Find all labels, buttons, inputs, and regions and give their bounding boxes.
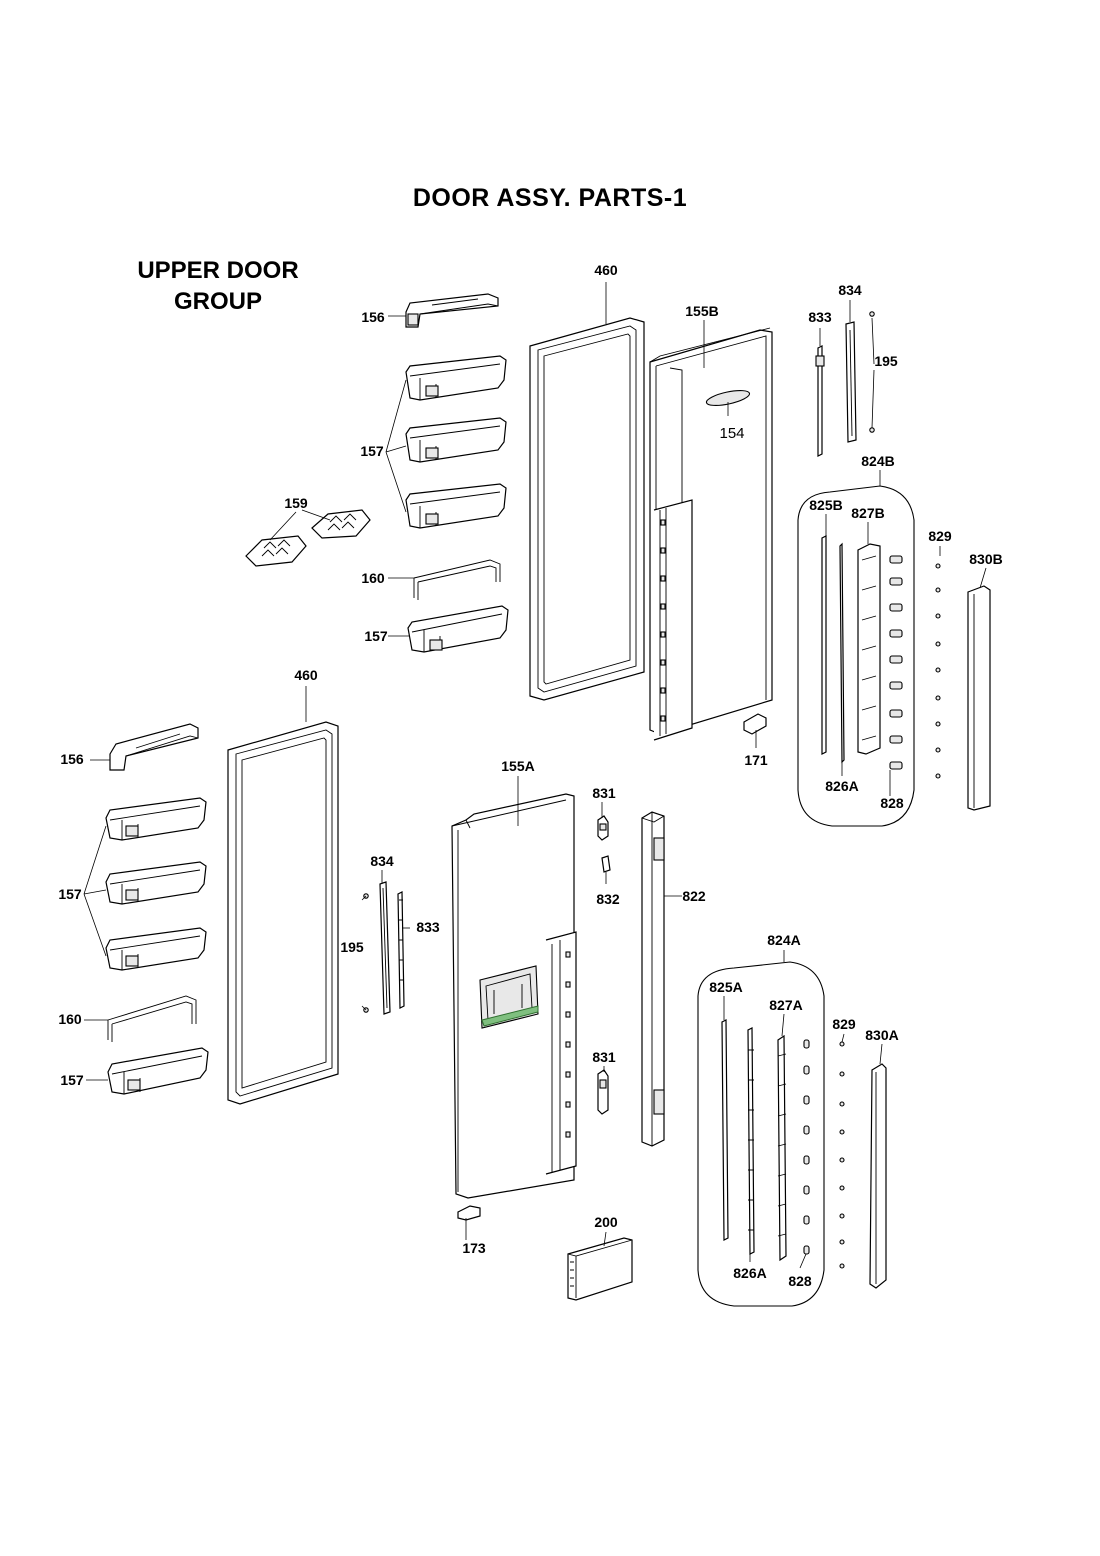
label-200: 200 (594, 1214, 618, 1230)
group-title-line-1: UPPER DOOR (137, 257, 299, 284)
part-156-upper (405, 293, 499, 328)
label-157-lower: 157 (58, 886, 82, 902)
label-825a: 825A (709, 979, 742, 995)
label-827a: 827A (769, 997, 802, 1013)
part-833-834-upper (815, 311, 875, 457)
label-826a-lower: 826A (733, 1265, 766, 1281)
label-828-upper: 828 (880, 795, 904, 811)
part-labels: 460 156 155B 834 833 195 154 157 824B 15… (58, 262, 1002, 1289)
group-title-line-2: GROUP (173, 288, 262, 315)
829-screws-upper (935, 563, 941, 779)
part-157-upper-single-bin (407, 605, 509, 653)
828-clips-lower (803, 1039, 810, 1255)
part-160-upper-bar (413, 559, 501, 600)
group-title: UPPER DOOR GROUP (118, 255, 318, 317)
label-831-lower: 831 (592, 1049, 616, 1065)
part-200-module (567, 1237, 633, 1301)
label-829-upper: 829 (928, 528, 952, 544)
label-157-upper-single: 157 (364, 628, 388, 644)
part-833-834-lower (361, 881, 405, 1015)
part-155a-lower-door (451, 793, 577, 1199)
label-824a: 824A (767, 932, 800, 948)
label-830b: 830B (969, 551, 1002, 567)
label-831-upper: 831 (592, 785, 616, 801)
lower-door-clips (565, 951, 571, 1138)
group-824a-outline (697, 961, 825, 1307)
label-830a: 830A (865, 1027, 898, 1043)
label-195-lower: 195 (340, 939, 364, 955)
label-828-lower: 828 (788, 1273, 812, 1289)
label-156-upper: 156 (361, 309, 385, 325)
label-832: 832 (596, 891, 620, 907)
label-827b: 827B (851, 505, 884, 521)
label-155b: 155B (685, 303, 718, 319)
label-460-upper: 460 (594, 262, 618, 278)
part-460-upper-gasket (529, 317, 645, 701)
group-824b-parts (821, 535, 941, 779)
829-screws-lower (839, 1041, 845, 1269)
label-157-upper: 157 (360, 443, 384, 459)
group-824b-outline (797, 485, 915, 827)
label-173: 173 (462, 1240, 486, 1256)
label-160-lower: 160 (58, 1011, 82, 1027)
part-157-lower-single-bin (107, 1047, 209, 1095)
label-460-lower: 460 (294, 667, 318, 683)
part-155b-upper-door (649, 327, 773, 741)
upper-door-clips (660, 519, 666, 722)
part-830b-cover (967, 585, 991, 811)
part-822-hinge-column (641, 811, 665, 1147)
part-159-egg-trays (245, 509, 371, 567)
label-825b: 825B (809, 497, 842, 513)
label-829-lower: 829 (832, 1016, 856, 1032)
label-834-lower: 834 (370, 853, 394, 869)
label-154: 154 (719, 425, 744, 442)
label-156-lower: 156 (60, 751, 84, 767)
label-157-lower-single: 157 (60, 1072, 84, 1088)
label-826a-upper: 826A (825, 778, 858, 794)
leader-lines (83, 282, 987, 1269)
label-824b: 824B (861, 453, 894, 469)
label-171: 171 (744, 752, 768, 768)
part-156-lower (109, 723, 199, 771)
part-171-hinge (743, 713, 767, 735)
label-155a: 155A (501, 758, 534, 774)
label-834-upper: 834 (838, 282, 862, 298)
label-833-lower: 833 (416, 919, 440, 935)
part-830a-cover (869, 1063, 887, 1289)
label-195-upper: 195 (874, 353, 898, 369)
group-824a-parts (721, 1019, 845, 1269)
828-clips-upper (889, 555, 903, 770)
part-157-lower-bins (105, 797, 207, 971)
label-822: 822 (682, 888, 706, 904)
part-173-hinge (457, 1205, 481, 1221)
part-460-lower-gasket (227, 721, 339, 1105)
label-160-upper: 160 (361, 570, 385, 586)
label-159: 159 (284, 495, 308, 511)
label-833-upper: 833 (808, 309, 832, 325)
page-title: DOOR ASSY. PARTS-1 (412, 184, 688, 212)
part-157-upper-bins (405, 355, 507, 529)
part-160-lower-bar (107, 995, 197, 1042)
